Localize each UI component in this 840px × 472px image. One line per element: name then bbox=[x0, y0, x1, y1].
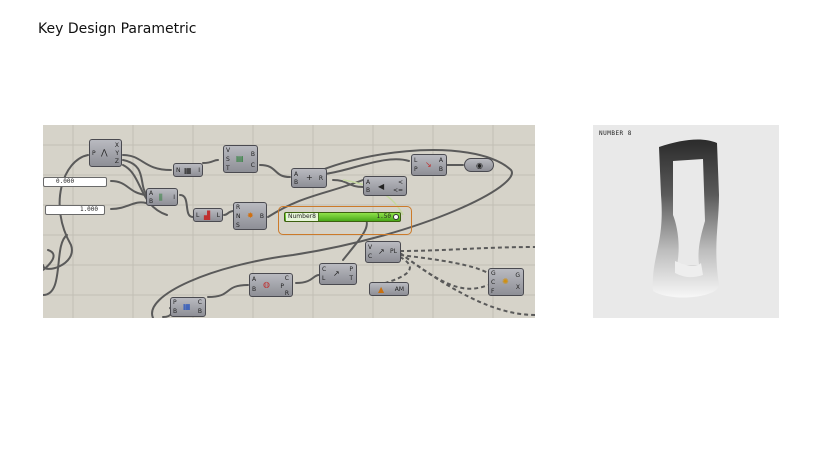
port-label: PL bbox=[390, 248, 397, 255]
panel-value: 0.000 bbox=[56, 178, 75, 185]
port-label: T bbox=[349, 275, 353, 282]
grid-icon: ▦ bbox=[183, 302, 191, 311]
port-label: G bbox=[515, 272, 520, 279]
port-label: B bbox=[252, 286, 257, 293]
port-label: R bbox=[318, 175, 323, 182]
port-label: B bbox=[250, 151, 255, 158]
port-label: B bbox=[149, 198, 154, 205]
page-title: Key Design Parametric bbox=[38, 21, 197, 37]
port-label: B bbox=[197, 308, 202, 315]
port-label: N bbox=[236, 213, 241, 220]
port-label: C bbox=[368, 253, 373, 260]
port-label: R bbox=[284, 290, 289, 297]
port-label: V bbox=[368, 244, 373, 251]
port-label: N bbox=[176, 167, 181, 174]
number-slider[interactable]: Number8 1.50 bbox=[284, 212, 401, 222]
port-label: A bbox=[294, 171, 299, 178]
port-label: C bbox=[284, 275, 289, 282]
port-label: P bbox=[349, 266, 353, 273]
decompose-icon: ⋀ bbox=[101, 148, 108, 157]
plus-icon: + bbox=[306, 173, 313, 182]
port-label: I bbox=[198, 167, 200, 174]
port-label: L bbox=[322, 275, 326, 282]
viewport-label: NUMBER 8 bbox=[599, 130, 632, 137]
addition-component[interactable]: A B + R bbox=[291, 168, 327, 188]
port-label: P bbox=[92, 150, 96, 157]
port-label: AM bbox=[394, 286, 404, 293]
number-component[interactable]: N ▦ I bbox=[173, 163, 203, 177]
slider-group-frame bbox=[278, 206, 412, 235]
port-label: G bbox=[491, 270, 496, 277]
port-label: T bbox=[226, 165, 230, 172]
port-label: B bbox=[173, 308, 178, 315]
port-label: L bbox=[414, 157, 418, 164]
port-label: B bbox=[294, 179, 299, 186]
grid-icon: ▦ bbox=[184, 166, 192, 175]
interpolate-icon: ⫼ bbox=[159, 193, 163, 202]
curve-icon: ↗ bbox=[333, 269, 340, 278]
port-label: P bbox=[414, 166, 418, 173]
range-component[interactable]: R N S ✸ B bbox=[233, 202, 267, 230]
port-label: S bbox=[226, 156, 230, 163]
port-label: C bbox=[491, 279, 496, 286]
render-preview bbox=[652, 139, 719, 298]
port-label: F bbox=[491, 288, 495, 295]
slider-value: 1.50 bbox=[376, 213, 391, 220]
port-label: B bbox=[438, 166, 443, 173]
port-label: S bbox=[236, 222, 240, 229]
geometry-component[interactable]: G C F ✺ G X bbox=[488, 268, 524, 296]
range-icon: ✸ bbox=[247, 211, 254, 220]
port-label: B bbox=[259, 213, 264, 220]
list-length-component[interactable]: L ▟ L bbox=[193, 208, 223, 222]
bar-chart-icon: ▟ bbox=[204, 211, 211, 220]
curve-component[interactable]: C L ↗ P T bbox=[319, 263, 357, 285]
port-label: Z bbox=[114, 158, 119, 165]
port-label: R bbox=[236, 204, 241, 211]
series-component[interactable]: V S T ▤ B C bbox=[223, 145, 258, 173]
port-label: A bbox=[149, 190, 154, 197]
value-panel[interactable]: 1.000 bbox=[45, 205, 105, 215]
port-label: <= bbox=[392, 187, 403, 194]
circle-component[interactable]: A B ◍ C P R bbox=[249, 273, 293, 297]
vector-icon: ↘ bbox=[425, 160, 432, 169]
port-label: < bbox=[397, 179, 403, 186]
series-icon: ▤ bbox=[236, 154, 244, 163]
circle-icon: ◍ bbox=[263, 280, 270, 289]
port-label: A bbox=[252, 276, 257, 283]
port-label: L bbox=[196, 212, 200, 219]
compare-icon: ◀ bbox=[378, 182, 385, 191]
rhino-viewport-preview[interactable]: NUMBER 8 bbox=[593, 125, 779, 318]
interpolate-component[interactable]: A B ⫼ I bbox=[146, 188, 178, 206]
plane-component[interactable]: P B ▦ C B bbox=[170, 297, 206, 317]
port-label: V bbox=[226, 147, 231, 154]
port-label: P bbox=[173, 299, 177, 306]
sun-icon: ✺ bbox=[502, 277, 509, 286]
preview-component[interactable]: ◉ bbox=[464, 158, 494, 172]
port-label: B bbox=[366, 187, 371, 194]
slider-name: Number8 bbox=[286, 213, 319, 221]
port-label: A bbox=[366, 179, 371, 186]
arrow-icon: ↗ bbox=[378, 247, 385, 256]
eye-icon: ◉ bbox=[476, 161, 483, 170]
vector-component[interactable]: L P ↘ A B bbox=[411, 154, 447, 176]
port-label: C bbox=[197, 299, 202, 306]
port-label: I bbox=[173, 194, 175, 201]
port-label: X bbox=[114, 142, 119, 149]
port-label: L bbox=[216, 212, 220, 219]
compare-component[interactable]: A B ◀ < <= bbox=[363, 176, 407, 196]
panel-value: 1.000 bbox=[79, 206, 98, 213]
slider-handle[interactable] bbox=[393, 214, 399, 220]
vector-display-component[interactable]: V C ↗ PL bbox=[365, 241, 401, 263]
area-component[interactable]: ▲ AM bbox=[369, 282, 409, 296]
port-label: C bbox=[322, 266, 327, 273]
triangle-icon: ▲ bbox=[378, 285, 385, 294]
port-label: C bbox=[250, 162, 255, 169]
point-decompose-component[interactable]: P ⋀ X Y Z bbox=[89, 139, 122, 167]
port-label: A bbox=[438, 157, 443, 164]
value-panel[interactable]: 0.000 bbox=[43, 177, 107, 187]
port-label: P bbox=[280, 283, 284, 290]
port-label: Y bbox=[115, 150, 119, 157]
port-label: X bbox=[515, 284, 520, 291]
grasshopper-canvas[interactable]: P ⋀ X Y Z N ▦ I V S T ▤ B C 0.000 A B ⫼ … bbox=[43, 125, 535, 318]
